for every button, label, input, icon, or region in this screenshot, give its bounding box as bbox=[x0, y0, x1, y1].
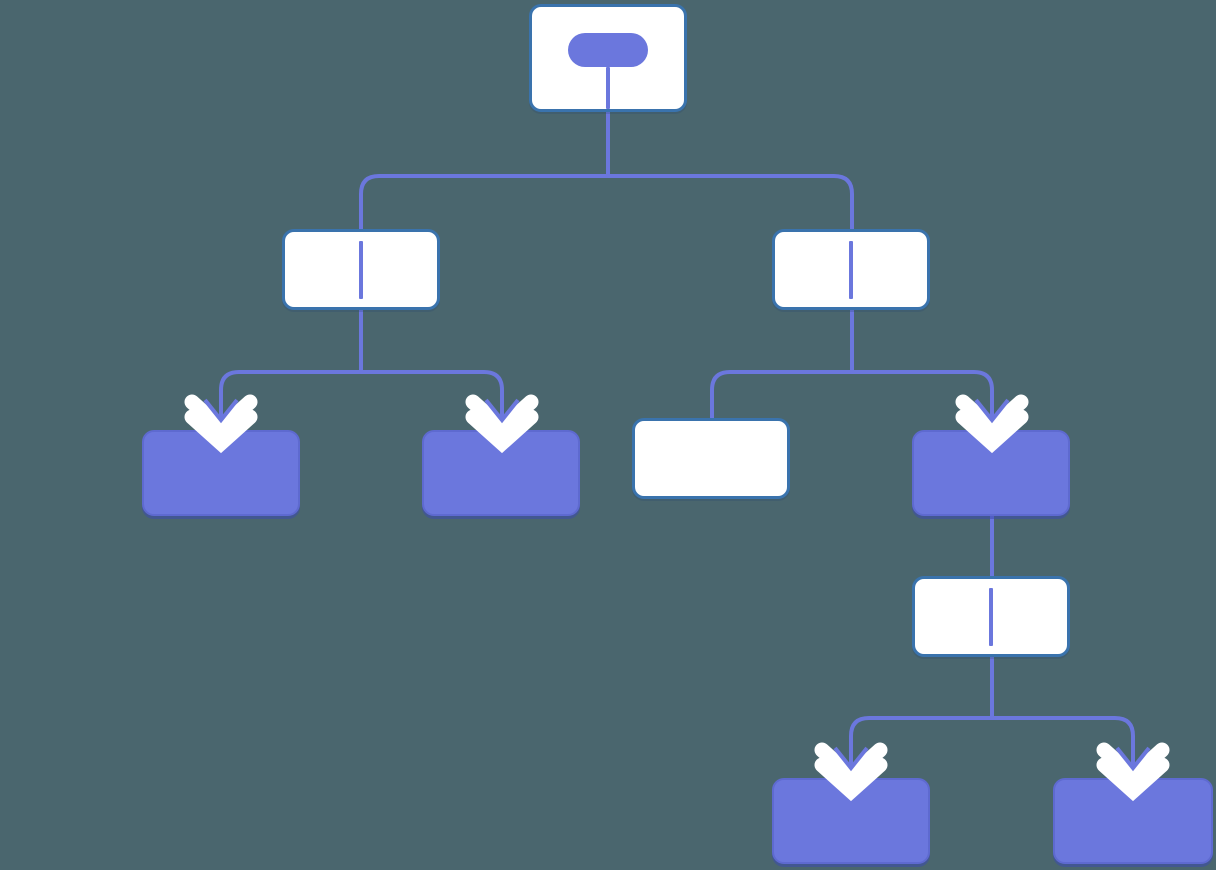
node-divider-glyph bbox=[989, 587, 993, 646]
connector-edge bbox=[849, 657, 994, 776]
connector-edge bbox=[606, 92, 854, 229]
node-divider-glyph bbox=[359, 240, 363, 299]
connector-edge bbox=[219, 310, 363, 428]
arrow-head-icon bbox=[833, 746, 869, 772]
tree-node-n8[interactable] bbox=[772, 778, 930, 864]
chevron-stroke bbox=[814, 742, 888, 787]
arrow-head-icon bbox=[203, 398, 239, 424]
tree-node-n0[interactable] bbox=[529, 4, 687, 112]
connector-edge bbox=[359, 310, 504, 428]
connector-edge bbox=[359, 92, 611, 229]
tree-node-n1[interactable] bbox=[282, 229, 440, 310]
node-pill-glyph bbox=[568, 33, 648, 67]
chevron-stroke bbox=[465, 394, 539, 439]
node-stem-glyph bbox=[606, 67, 610, 109]
arrow-head-icon bbox=[1115, 746, 1151, 772]
node-divider-glyph bbox=[849, 240, 853, 299]
tree-node-n7[interactable] bbox=[912, 576, 1070, 657]
arrow-head-icon bbox=[974, 398, 1010, 424]
tree-node-n3[interactable] bbox=[142, 430, 300, 516]
connector-edge bbox=[710, 310, 854, 418]
chevron-stroke bbox=[184, 394, 258, 439]
chevron-stroke bbox=[1096, 742, 1170, 787]
arrow-head-icon bbox=[484, 398, 520, 424]
connector-edge bbox=[850, 310, 994, 428]
chevron-stroke bbox=[955, 394, 1029, 439]
tree-node-n9[interactable] bbox=[1053, 778, 1213, 864]
tree-node-n5[interactable] bbox=[632, 418, 790, 499]
tree-node-n6[interactable] bbox=[912, 430, 1070, 516]
tree-node-n2[interactable] bbox=[772, 229, 930, 310]
connector-edge bbox=[990, 657, 1135, 776]
tree-node-n4[interactable] bbox=[422, 430, 580, 516]
